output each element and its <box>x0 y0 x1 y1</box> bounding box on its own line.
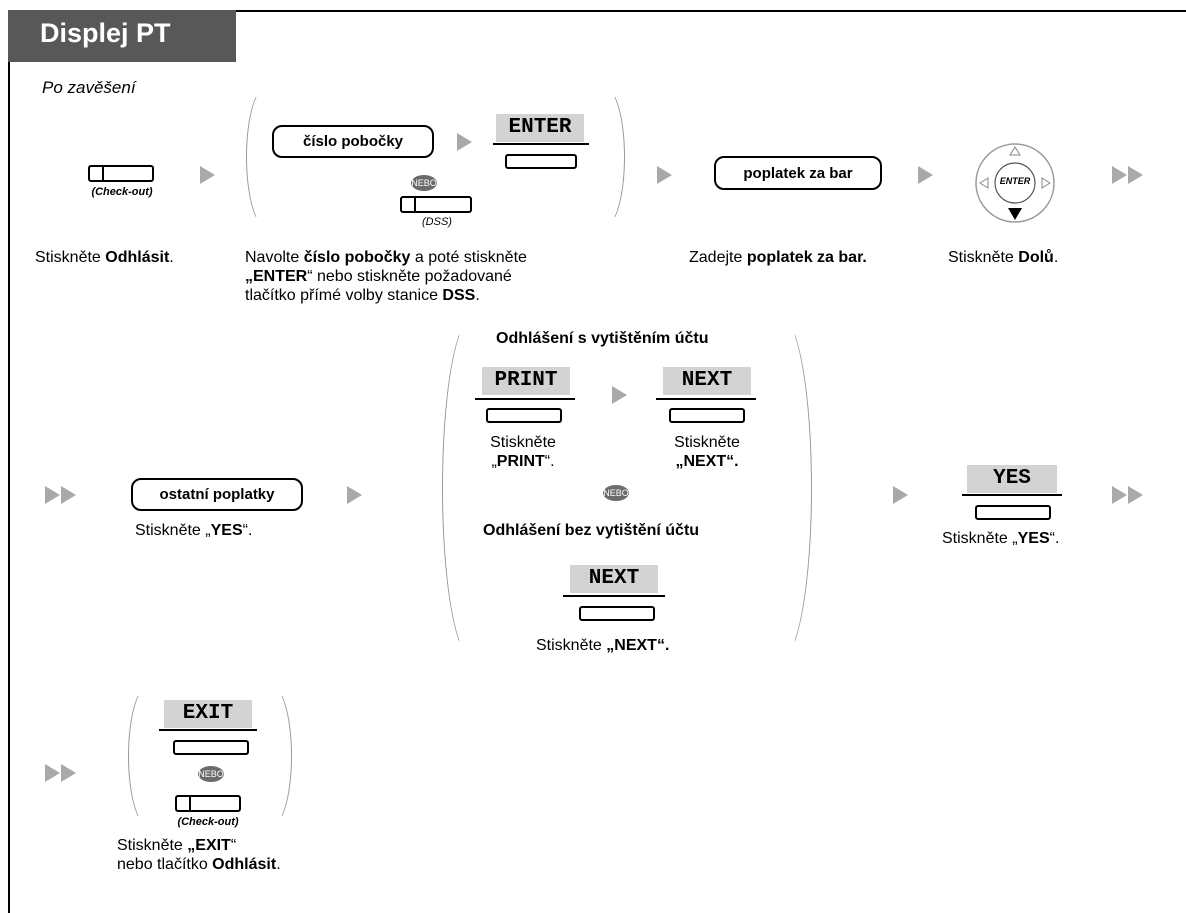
arrow-icon <box>200 166 215 184</box>
nebo-badge: NEBO <box>198 766 224 782</box>
double-arrow-icon <box>45 764 76 782</box>
step5-text: Stiskněte „YES“. <box>135 522 253 539</box>
check-out-key[interactable] <box>88 165 154 182</box>
dss-key[interactable] <box>400 196 472 213</box>
softkey-line <box>563 595 665 597</box>
nebo-badge: NEBO <box>411 175 437 191</box>
next-only-caption: Stiskněte „NEXT“. <box>536 637 670 654</box>
ostatni-poplatky-button[interactable]: ostatní poplatky <box>131 478 303 511</box>
step1-text: Stiskněte Odhlásit. <box>35 249 174 266</box>
navigator-key-icon[interactable] <box>970 138 1060 228</box>
yes-softkey-button[interactable] <box>975 505 1051 520</box>
double-arrow-icon <box>1112 486 1143 504</box>
frame-left-line <box>8 40 10 913</box>
nebo-badge: NEBO <box>603 485 629 501</box>
arrow-icon <box>347 486 362 504</box>
step7-text: Stiskněte „EXIT“ nebo tlačítko Odhlásit. <box>117 837 281 873</box>
step6-text: Stiskněte „YES“. <box>942 530 1060 547</box>
step2-text: Navolte číslo pobočky a poté stiskněte „… <box>245 249 527 304</box>
check-out-key[interactable] <box>175 795 241 812</box>
print-softkey-button[interactable] <box>486 408 562 423</box>
navigator-enter-label: ENTER <box>999 176 1031 186</box>
right-paren <box>252 686 292 826</box>
next-softkey-button[interactable] <box>579 606 655 621</box>
double-arrow-icon <box>45 486 76 504</box>
print-caption: Stiskněte „PRINT“. <box>490 434 556 470</box>
softkey-line <box>962 494 1062 496</box>
enter-softkey-button[interactable] <box>505 154 577 169</box>
heading-with-print: Odhlášení s vytištěním účtu <box>496 330 709 347</box>
poplatek-za-bar-button[interactable]: poplatek za bar <box>714 156 882 190</box>
softkey-line <box>475 398 575 400</box>
left-paren <box>128 686 168 826</box>
dss-label: (DSS) <box>422 216 452 228</box>
next-caption: Stiskněte „NEXT“. <box>674 434 740 470</box>
check-out-label: (Check-out) <box>91 186 153 198</box>
check-out-label: (Check-out) <box>177 816 239 828</box>
yes-softkey-label: YES <box>967 465 1057 493</box>
next-softkey-label: NEXT <box>570 565 658 593</box>
exit-softkey-button[interactable] <box>173 740 249 755</box>
subtitle: Po zavěšení <box>42 78 136 97</box>
next-softkey-label: NEXT <box>663 367 751 395</box>
exit-softkey-label: EXIT <box>164 700 252 728</box>
arrow-icon <box>457 133 472 151</box>
right-paren <box>752 318 812 658</box>
arrow-icon <box>657 166 672 184</box>
enter-softkey-label: ENTER <box>496 114 584 142</box>
step3-text: Zadejte poplatek za bar. <box>689 249 867 266</box>
left-paren <box>442 318 502 658</box>
softkey-line <box>656 398 756 400</box>
double-arrow-icon <box>1112 166 1143 184</box>
arrow-icon <box>918 166 933 184</box>
cislo-pobocky-button[interactable]: číslo pobočky <box>272 125 434 158</box>
heading-without-print: Odhlášení bez vytištění účtu <box>483 522 700 539</box>
section-title: Displej PT <box>8 10 236 62</box>
left-paren <box>246 87 286 227</box>
next-softkey-button[interactable] <box>669 408 745 423</box>
right-paren <box>585 87 625 227</box>
softkey-line <box>159 729 257 731</box>
print-softkey-label: PRINT <box>482 367 570 395</box>
softkey-line <box>493 143 589 145</box>
step4-text: Stiskněte Dolů. <box>948 249 1059 266</box>
arrow-icon <box>893 486 908 504</box>
frame-top-line <box>236 10 1186 12</box>
arrow-icon <box>612 386 627 404</box>
